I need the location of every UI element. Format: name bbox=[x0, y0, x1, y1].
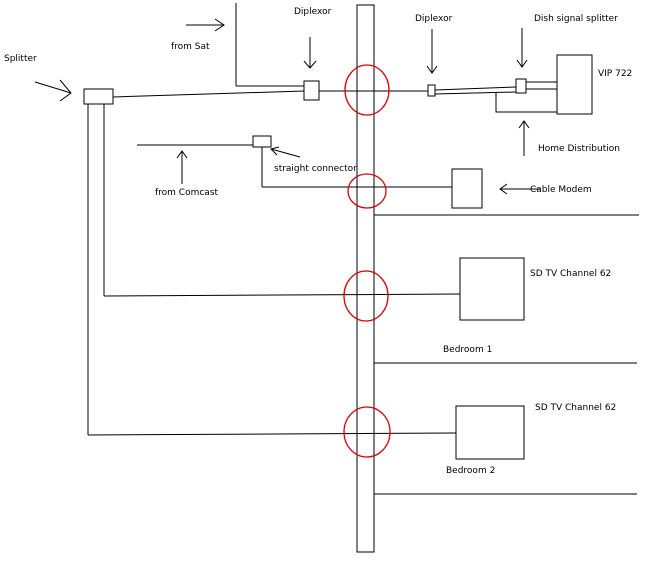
wall-penetration-circle bbox=[344, 64, 390, 116]
sat-feed-line bbox=[112, 90, 305, 98]
home-distribution-line bbox=[495, 93, 557, 113]
bedroom-1-label: Bedroom 1 bbox=[443, 345, 492, 355]
from-comcast-arrow bbox=[176, 150, 188, 184]
wall-penetration-circle bbox=[343, 406, 391, 458]
diplexor-right bbox=[427, 84, 436, 97]
cable-modem-label: Cable Modem bbox=[530, 185, 592, 195]
splitter-arrow bbox=[34, 79, 72, 102]
straight-connector bbox=[252, 135, 272, 148]
tv1-feed-line bbox=[103, 293, 461, 297]
cable-modem bbox=[451, 168, 483, 209]
home-distribution-arrow bbox=[518, 120, 530, 156]
cable-modem-arrow bbox=[499, 183, 540, 195]
tv2-feed-line bbox=[87, 432, 457, 436]
wall-penetration-circle bbox=[347, 173, 387, 209]
from-sat-label: from Sat bbox=[171, 42, 210, 52]
diplexor-right-label: Diplexor bbox=[415, 14, 453, 24]
diplexor-left bbox=[303, 80, 320, 101]
sd-tv-1 bbox=[459, 257, 525, 321]
diplexor-right-arrow bbox=[426, 29, 438, 74]
wall-penetration-circle bbox=[343, 270, 389, 322]
vip-label: VIP 722 bbox=[598, 69, 632, 79]
bedroom-2-label: Bedroom 2 bbox=[446, 466, 495, 476]
splitter-box bbox=[83, 88, 114, 105]
diplexor-left-arrow bbox=[303, 37, 317, 69]
straight-connector-label: straight connector bbox=[274, 164, 357, 174]
sd-tv-1-label: SD TV Channel 62 bbox=[530, 269, 611, 279]
dish-splitter-label: Dish signal splitter bbox=[534, 14, 618, 24]
splitter-label: Splitter bbox=[4, 54, 37, 64]
straight-connector-arrow bbox=[270, 146, 301, 158]
dish-splitter-arrow bbox=[516, 28, 528, 68]
from-sat-arrow bbox=[186, 18, 225, 32]
diplexor-left-label: Diplexor bbox=[294, 7, 332, 17]
home-distribution-label: Home Distribution bbox=[538, 144, 620, 154]
from-comcast-label: from Comcast bbox=[155, 188, 219, 198]
dish-signal-splitter bbox=[515, 78, 527, 94]
vip-receiver bbox=[556, 54, 593, 115]
sd-tv-2 bbox=[455, 405, 525, 460]
wall-trunk bbox=[356, 4, 375, 553]
sd-tv-2-label: SD TV Channel 62 bbox=[535, 403, 616, 413]
